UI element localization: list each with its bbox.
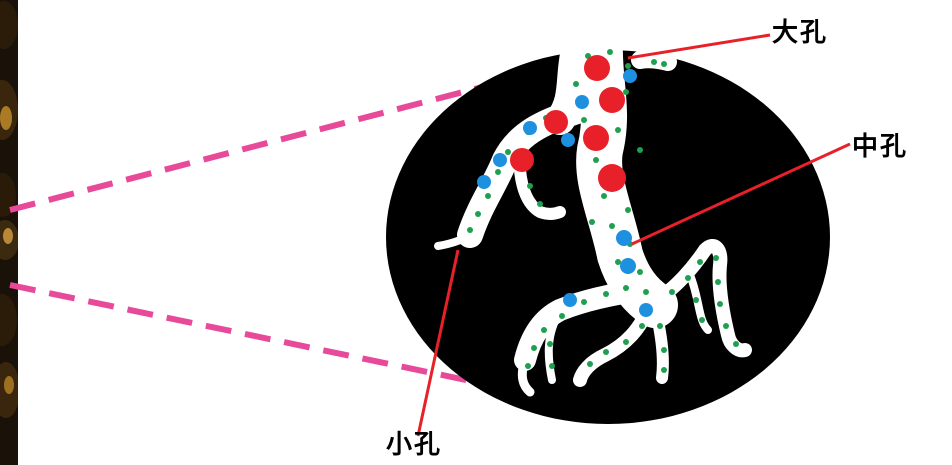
medium-pore-label: 中孔 bbox=[852, 132, 909, 162]
large-pore-label: 大孔 bbox=[772, 18, 829, 48]
zoom-dash-line-upper bbox=[9, 82, 491, 213]
large-pore-leader-line bbox=[627, 33, 771, 60]
carbon-granules-image bbox=[0, 0, 24, 465]
medium-pore-leader-line bbox=[631, 142, 851, 246]
small-pore-label: 小孔 bbox=[386, 430, 443, 460]
small-pore-dots bbox=[467, 49, 739, 373]
zoom-dash-line-lower bbox=[9, 282, 491, 388]
medium-pore-dots bbox=[477, 69, 653, 317]
small-pore-leader-line bbox=[416, 249, 460, 437]
large-pore-dots bbox=[510, 55, 626, 192]
magnified-particle-cross-section bbox=[386, 17, 830, 424]
